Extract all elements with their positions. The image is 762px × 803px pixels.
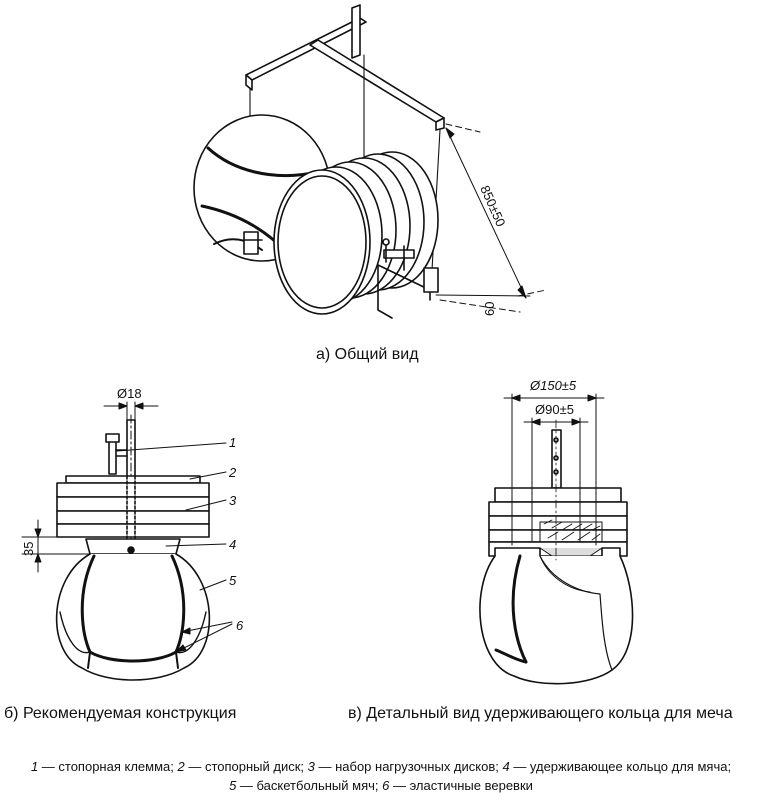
dim-ring-label: 35 xyxy=(21,542,36,556)
legend-line-2: 5 — баскетбольный мяч; 6 — эластичные ве… xyxy=(0,778,762,793)
dim-offset-label: 60 xyxy=(482,302,497,316)
clamps-iso xyxy=(243,231,439,319)
disk-stack xyxy=(56,475,210,538)
dim-inner-label: Ø90±5 xyxy=(535,402,574,417)
detail-disks xyxy=(488,487,628,543)
caption-general-view: а) Общий вид xyxy=(316,346,419,363)
legend-text: — эластичные веревки xyxy=(389,778,533,793)
detail-ball xyxy=(479,554,634,685)
callout-leaders xyxy=(116,442,233,653)
detail-rod xyxy=(551,429,562,489)
callout-1: 1 xyxy=(229,435,236,450)
legend-num: 5 xyxy=(229,778,237,793)
detail-ring xyxy=(488,541,628,557)
callout-3: 3 xyxy=(229,493,237,508)
caption-ring-detail: в) Детальный вид удерживающего кольца дл… xyxy=(348,705,733,722)
legend-num: 2 xyxy=(177,759,185,774)
dimension-rod xyxy=(103,401,159,421)
dim-height-label: 850±50 xyxy=(477,183,508,229)
dim-rod-label: Ø18 xyxy=(117,386,142,401)
view-general xyxy=(193,4,547,319)
retaining-ring xyxy=(85,538,181,555)
dim-outer-label: Ø150±5 xyxy=(529,378,577,393)
dimension-outer-inner xyxy=(503,393,605,546)
legend-text: — стопорный диск; xyxy=(184,759,308,774)
callout-2: 2 xyxy=(228,465,237,480)
caption-recommended-construction: б) Рекомендуемая конструкция xyxy=(4,705,237,722)
legend-num: 4 xyxy=(502,759,510,774)
callout-4: 4 xyxy=(229,537,236,552)
weight-disks-iso xyxy=(273,151,439,315)
dimension-lines-iso xyxy=(435,123,547,313)
callout-6: 6 xyxy=(236,618,244,633)
legend-text: — стопорная клемма; xyxy=(38,759,178,774)
hanging-frame xyxy=(245,4,445,131)
legend-num: 3 xyxy=(307,759,315,774)
legend-text: — баскетбольный мяч; xyxy=(236,778,383,793)
callout-5: 5 xyxy=(229,573,237,588)
view-ring-detail xyxy=(479,393,634,685)
dimension-ring xyxy=(21,519,91,573)
view-construction xyxy=(21,401,233,681)
legend-text: — удерживающее кольцо для мяча; xyxy=(509,759,732,774)
legend-text: — набор нагрузочных дисков; xyxy=(314,759,503,774)
locking-clamp xyxy=(105,433,128,475)
basketball-front xyxy=(55,553,211,681)
legend-line-1: 1 — стопорная клемма; 2 — стопорный диск… xyxy=(0,759,762,774)
legend-num: 6 xyxy=(382,778,390,793)
legend-num: 1 xyxy=(30,759,39,774)
